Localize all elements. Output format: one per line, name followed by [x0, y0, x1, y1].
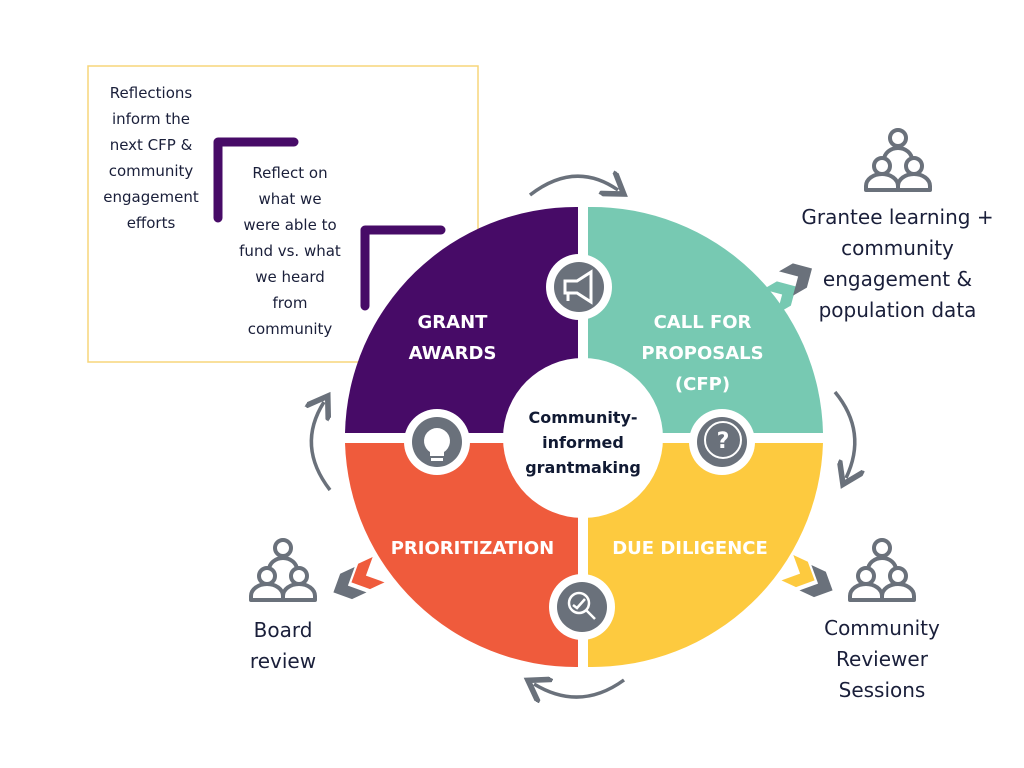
lightbulb-icon: [404, 409, 470, 475]
arrow-right: [833, 390, 855, 478]
label-call-for-proposals: CALL FOR PROPOSALS (CFP): [641, 312, 764, 395]
quadrant-due-diligence[interactable]: [588, 443, 823, 668]
reflections-text: Reflections inform the next CFP & commun…: [103, 84, 199, 232]
chevron-board: [333, 556, 385, 600]
people-icon-grantee: [864, 128, 932, 192]
arrow-top: [528, 176, 618, 195]
arrow-left: [311, 402, 332, 492]
reflection-box: [87, 65, 479, 363]
quadrant-call-for-proposals[interactable]: [588, 206, 823, 433]
people-icon-board: [249, 538, 317, 602]
quadrant-prioritization[interactable]: [345, 443, 578, 668]
label-due-diligence: DUE DILIGENCE: [612, 538, 768, 559]
chevron-reviewer: [781, 554, 833, 598]
chevron-grantee: [763, 263, 812, 314]
center-circle: [503, 358, 663, 518]
board-label: Board review: [249, 618, 317, 673]
bracket-inner: [360, 225, 446, 311]
arrow-bottom: [534, 680, 626, 697]
megaphone-icon: [546, 254, 612, 320]
reflect-on-text: Reflect on what we were able to fund vs.…: [239, 164, 341, 338]
reviewer-label: Community Reviewer Sessions: [824, 616, 940, 702]
magnifier-chart-icon: [549, 574, 615, 640]
people-icon-reviewer: [848, 538, 916, 602]
grantee-label: Grantee learning + community engagement …: [801, 205, 994, 322]
question-bubble-icon: ?: [689, 409, 755, 475]
quadrant-grant-awards[interactable]: [345, 206, 578, 433]
label-grant-awards: GRANT AWARDS: [408, 312, 497, 364]
svg-text:?: ?: [717, 429, 730, 454]
label-prioritization: PRIORITIZATION: [390, 538, 555, 559]
bracket-outer: [213, 137, 299, 223]
center-title: Community- informed grantmaking: [525, 408, 641, 477]
